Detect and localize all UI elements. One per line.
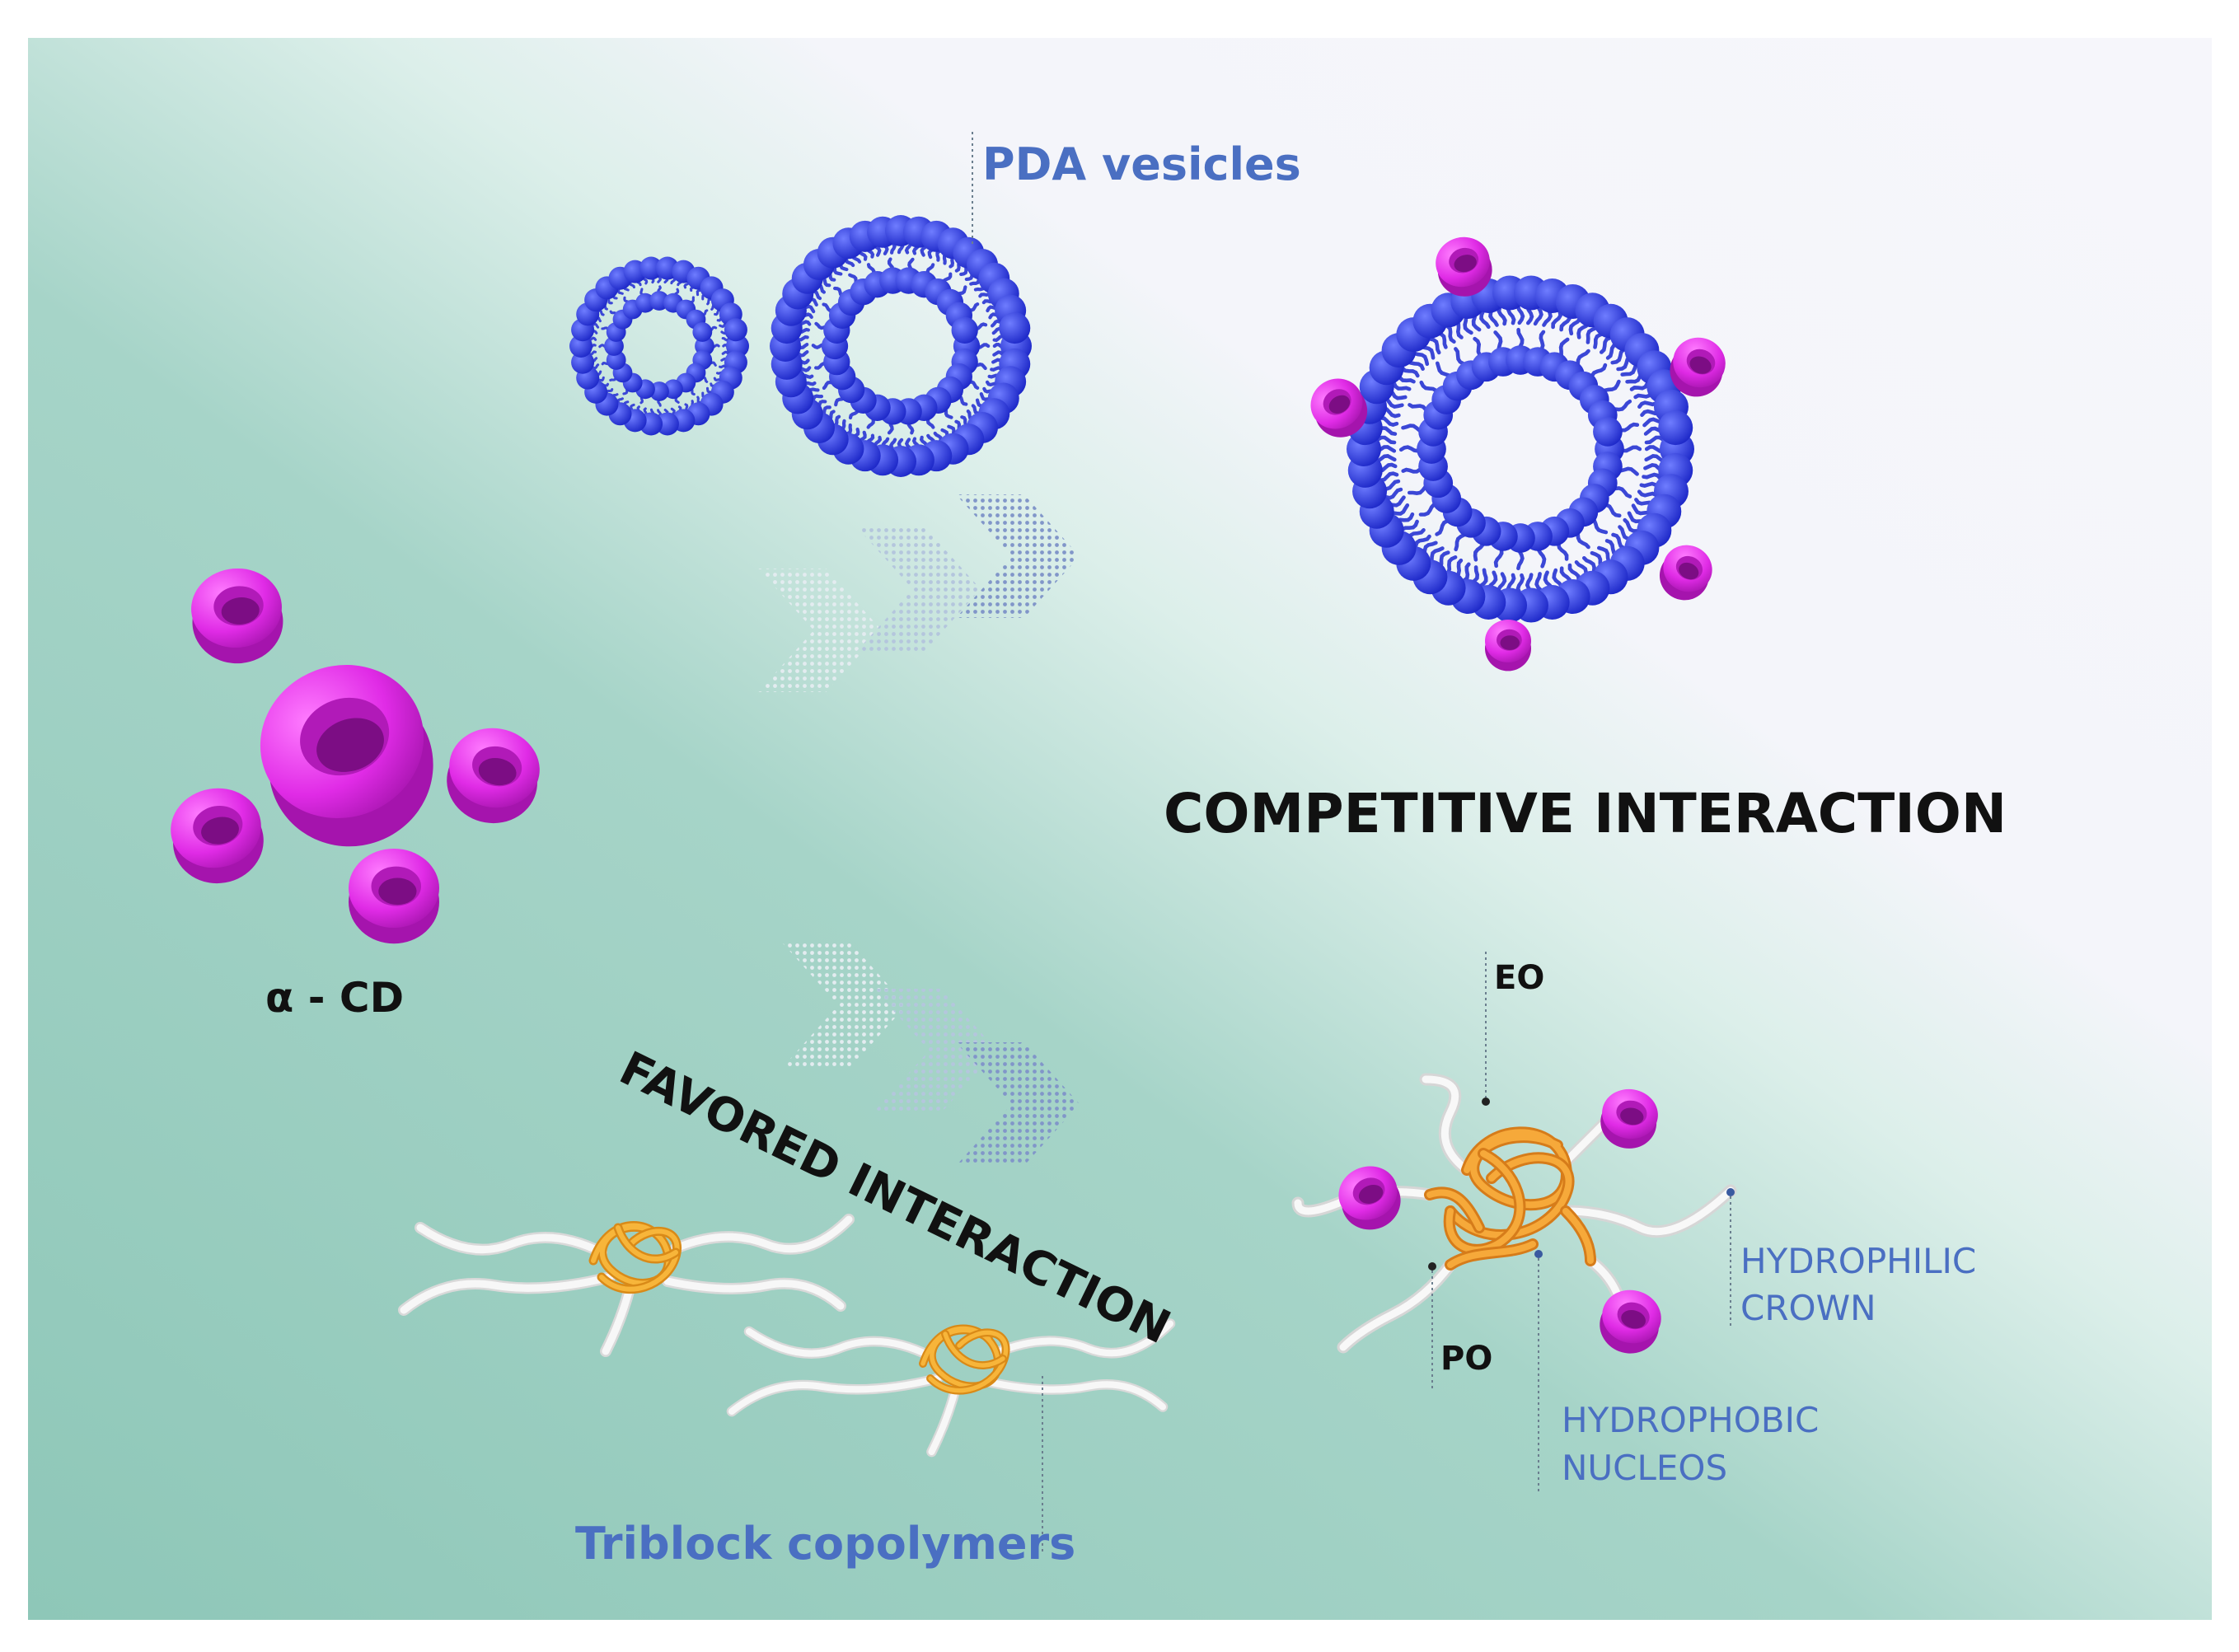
copolymer-micelle [1291, 1073, 1737, 1354]
triblock-copolymer-icon [726, 1318, 1176, 1458]
cd-ring-icon [1338, 1166, 1401, 1230]
cd-ring-icon [1670, 337, 1726, 397]
cd-ring-icon [191, 568, 283, 664]
arrow-chevron-icon [758, 569, 882, 692]
triblock-copolymer-icon [398, 1214, 855, 1357]
leader-lines [972, 132, 1731, 1553]
cd-ring-icon [1310, 378, 1368, 438]
arrows-top [758, 494, 1080, 692]
vesicle-large-icon [770, 215, 1032, 477]
arrow-chevron-icon [783, 943, 906, 1067]
cd-ring-icon [447, 728, 540, 824]
vesicle-competitive-icon [1347, 275, 1694, 623]
leader-dots [1428, 1097, 1735, 1271]
competitive-interaction-label: COMPETITIVE INTERACTION [1164, 782, 2007, 845]
arrow-chevron-icon [956, 494, 1080, 618]
triblock-copolymers-group [398, 1214, 1176, 1458]
alpha-cd-cluster [171, 568, 540, 944]
po-label: PO [1440, 1340, 1492, 1378]
arrow-chevron-icon [956, 1042, 1080, 1166]
cd-ring-icon [1600, 1289, 1661, 1354]
arrows-bottom [783, 943, 1080, 1166]
cd-ring-icon [1436, 236, 1492, 297]
pda-vesicles-label: PDA vesicles [982, 138, 1301, 190]
hydrophilic-label-line2: CROWN [1740, 1288, 1876, 1328]
vesicle-small-icon [569, 256, 749, 436]
arrow-chevron-icon [857, 527, 981, 651]
hydrophobic-label-line1: HYDROPHOBIC [1562, 1400, 1819, 1440]
cd-ring-icon [171, 788, 264, 884]
competitive-cd-rings [1310, 236, 1726, 672]
cd-ring-icon [1600, 1088, 1658, 1149]
cd-ring-large-icon [260, 665, 433, 847]
pda-vesicles-group [569, 215, 1726, 672]
triblock-copolymers-label: Triblock copolymers [575, 1518, 1075, 1570]
eo-label: EO [1494, 959, 1544, 997]
alpha-cd-label: α - CD [265, 974, 404, 1022]
po-leader-dot [1428, 1262, 1436, 1271]
cd-ring-icon [349, 849, 439, 944]
cd-ring-icon [1659, 545, 1712, 601]
hydrophilic-leader-dot [1726, 1188, 1735, 1196]
hydrophilic-label-line1: HYDROPHILIC [1740, 1241, 1976, 1281]
cd-ring-icon [1485, 620, 1531, 672]
hydrophobic-label-line2: NUCLEOS [1562, 1448, 1727, 1488]
eo-leader-dot [1482, 1097, 1490, 1106]
arrow-chevron-icon [874, 989, 997, 1112]
hydrophobic-leader-dot [1534, 1250, 1543, 1258]
